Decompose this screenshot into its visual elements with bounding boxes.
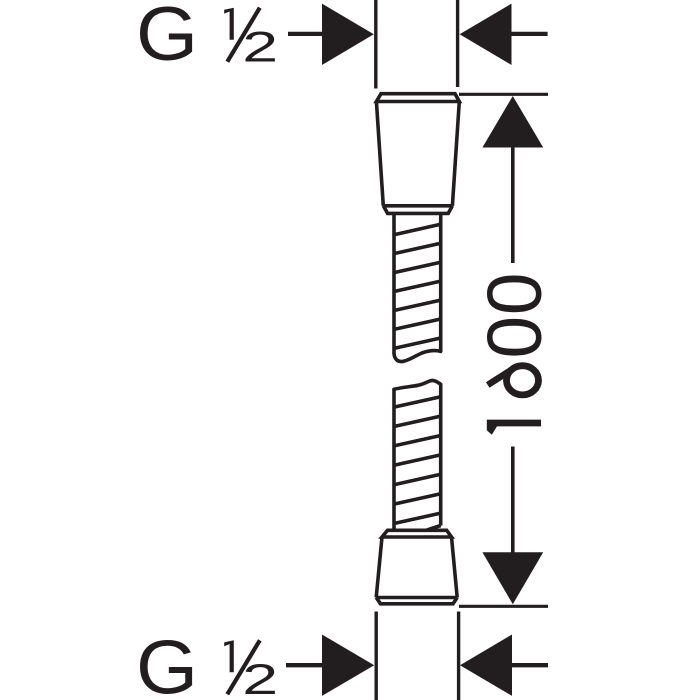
- svg-text:0: 0: [472, 316, 558, 359]
- svg-text:G: G: [136, 624, 198, 700]
- svg-text:2: 2: [242, 655, 278, 700]
- svg-text:G: G: [136, 0, 198, 77]
- svg-text:0: 0: [472, 272, 558, 315]
- svg-text:2: 2: [242, 22, 278, 71]
